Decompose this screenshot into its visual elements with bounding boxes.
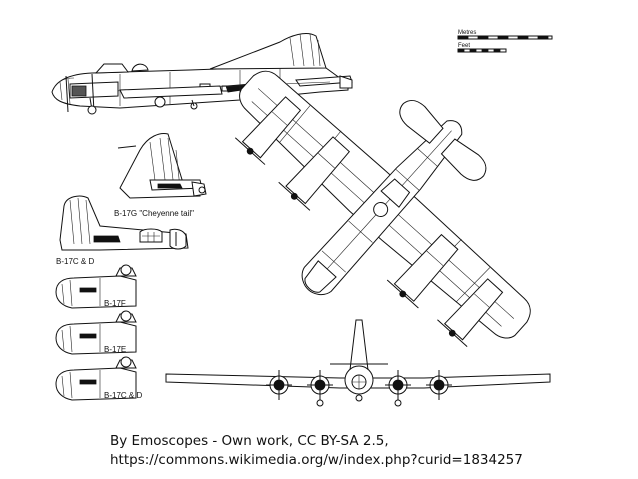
b17cd-tail-label: B-17C & D: [56, 257, 94, 266]
attribution-line-1: By Emoscopes - Own work, CC BY-SA 2.5,: [110, 433, 389, 449]
front-engines: [266, 370, 452, 400]
front-view: [165, 319, 551, 407]
b17cd-nose-label: B-17C & D: [104, 391, 142, 400]
b17-three-view-drawing: Metres Feet: [51, 30, 553, 407]
b17cd-nose-view: B-17C & D: [55, 356, 142, 401]
b17cd-tail-view: B-17C & D: [56, 195, 189, 266]
plan-view: [234, 70, 531, 347]
metres-bar: [457, 35, 553, 40]
engine-nacelles: [234, 96, 504, 347]
b17e-nose-view: B-17E: [55, 310, 137, 355]
feet-bar: [457, 48, 507, 53]
cheyenne-tail-view: B-17G "Cheyenne tail": [114, 133, 207, 218]
attribution-caption: By Emoscopes - Own work, CC BY-SA 2.5, h…: [110, 432, 523, 470]
b17f-nose-view: B-17F: [55, 264, 137, 309]
metres-label: Metres: [458, 30, 476, 36]
b17e-label: B-17E: [104, 345, 126, 354]
b17f-label: B-17F: [104, 299, 126, 308]
scale-bar: Metres Feet: [457, 30, 553, 53]
cheyenne-tail-label: B-17G "Cheyenne tail": [114, 209, 194, 218]
attribution-line-2: https://commons.wikimedia.org/w/index.ph…: [110, 452, 523, 468]
feet-label: Feet: [458, 43, 470, 49]
